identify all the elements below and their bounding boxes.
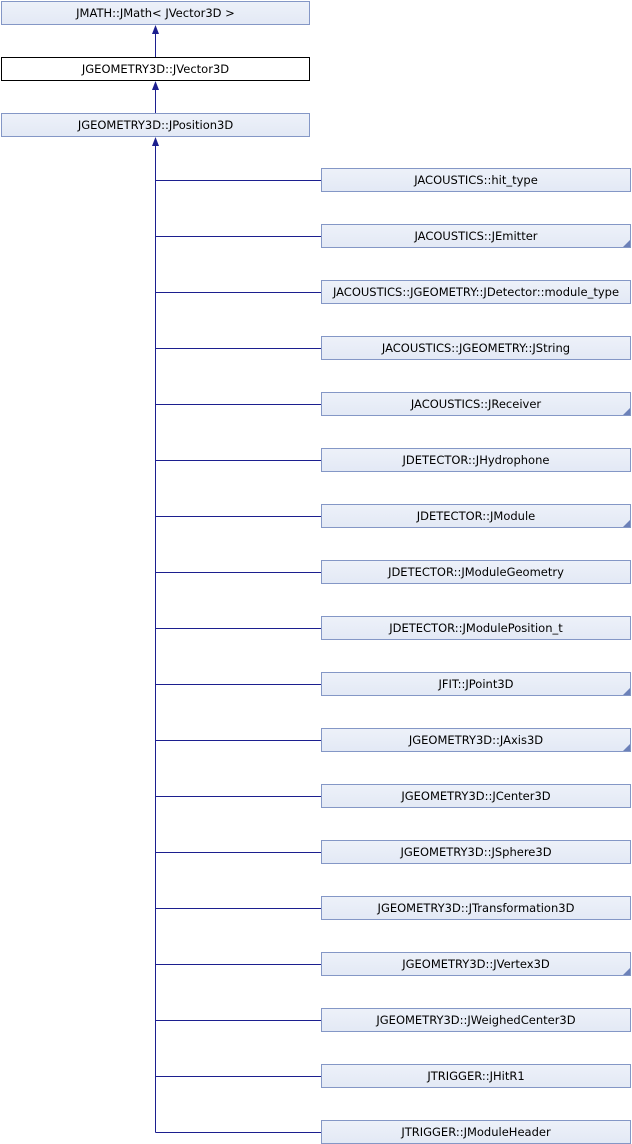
class-node-label: JDETECTOR::JHydrophone bbox=[402, 453, 550, 467]
class-node-label: JFIT::JPoint3D bbox=[438, 677, 514, 691]
class-node-label: JDETECTOR::JModuleGeometry bbox=[388, 565, 564, 579]
more-derived-corner-icon bbox=[623, 968, 630, 975]
class-node-label: JGEOMETRY3D::JSphere3D bbox=[400, 845, 552, 859]
class-node-jgeometry3d-jposition3d[interactable]: JGEOMETRY3D::JPosition3D bbox=[1, 113, 310, 137]
class-node-jdetector-jmoduleposition-t[interactable]: JDETECTOR::JModulePosition_t bbox=[321, 616, 631, 640]
class-node-jgeometry3d-jvertex3d[interactable]: JGEOMETRY3D::JVertex3D bbox=[321, 952, 631, 976]
inheritance-arrowhead bbox=[152, 137, 159, 146]
class-node-jgeometry3d-jsphere3d[interactable]: JGEOMETRY3D::JSphere3D bbox=[321, 840, 631, 864]
class-node-label: JGEOMETRY3D::JTransformation3D bbox=[377, 901, 575, 915]
more-derived-corner-icon bbox=[623, 240, 630, 247]
class-node-jdetector-jmodulegeometry[interactable]: JDETECTOR::JModuleGeometry bbox=[321, 560, 631, 584]
class-node-jgeometry3d-jaxis3d[interactable]: JGEOMETRY3D::JAxis3D bbox=[321, 728, 631, 752]
class-node-jacoustics-jgeometry-jstring[interactable]: JACOUSTICS::JGEOMETRY::JString bbox=[321, 336, 631, 360]
class-node-label: JGEOMETRY3D::JVector3D bbox=[81, 62, 230, 76]
more-derived-corner-icon bbox=[623, 408, 630, 415]
inheritance-arrowhead bbox=[152, 25, 159, 34]
class-node-label: JGEOMETRY3D::JAxis3D bbox=[408, 733, 544, 747]
class-node-jgeometry3d-jvector3d: JGEOMETRY3D::JVector3D bbox=[1, 57, 310, 81]
class-node-label: JACOUSTICS::JGEOMETRY::JString bbox=[381, 341, 571, 355]
class-node-label: JTRIGGER::JModuleHeader bbox=[401, 1125, 551, 1139]
class-node-label: JACOUSTICS::JEmitter bbox=[414, 229, 538, 243]
class-node-label: JMATH::JMath< JVector3D > bbox=[76, 6, 235, 20]
class-node-label: JTRIGGER::JHitR1 bbox=[427, 1069, 525, 1083]
class-node-jtrigger-jhitr1[interactable]: JTRIGGER::JHitR1 bbox=[321, 1064, 631, 1088]
class-node-jdetector-jmodule[interactable]: JDETECTOR::JModule bbox=[321, 504, 631, 528]
class-node-label: JGEOMETRY3D::JVertex3D bbox=[402, 957, 550, 971]
class-node-jacoustics-jemitter[interactable]: JACOUSTICS::JEmitter bbox=[321, 224, 631, 248]
more-derived-corner-icon bbox=[623, 520, 630, 527]
class-node-label: JDETECTOR::JModulePosition_t bbox=[389, 621, 563, 635]
class-node-label: JGEOMETRY3D::JWeighedCenter3D bbox=[376, 1013, 576, 1027]
class-node-jacoustics-jgeometry-jdetector-module-type[interactable]: JACOUSTICS::JGEOMETRY::JDetector::module… bbox=[321, 280, 631, 304]
class-node-label: JGEOMETRY3D::JPosition3D bbox=[77, 118, 234, 132]
class-node-jacoustics-jreceiver[interactable]: JACOUSTICS::JReceiver bbox=[321, 392, 631, 416]
class-node-jfit-jpoint3d[interactable]: JFIT::JPoint3D bbox=[321, 672, 631, 696]
class-node-label: JACOUSTICS::hit_type bbox=[414, 173, 538, 187]
class-node-label: JACOUSTICS::JReceiver bbox=[410, 397, 542, 411]
class-node-jgeometry3d-jcenter3d[interactable]: JGEOMETRY3D::JCenter3D bbox=[321, 784, 631, 808]
more-derived-corner-icon bbox=[623, 744, 630, 751]
class-node-jgeometry3d-jtransformation3d[interactable]: JGEOMETRY3D::JTransformation3D bbox=[321, 896, 631, 920]
inheritance-arrowhead bbox=[152, 81, 159, 90]
more-derived-corner-icon bbox=[623, 688, 630, 695]
class-node-jgeometry3d-jweighedcenter3d[interactable]: JGEOMETRY3D::JWeighedCenter3D bbox=[321, 1008, 631, 1032]
class-node-label: JDETECTOR::JModule bbox=[416, 509, 536, 523]
class-node-jacoustics-hit-type[interactable]: JACOUSTICS::hit_type bbox=[321, 168, 631, 192]
class-node-jmath-jmath-jvector3d[interactable]: JMATH::JMath< JVector3D > bbox=[1, 1, 310, 25]
class-node-jtrigger-jmoduleheader[interactable]: JTRIGGER::JModuleHeader bbox=[321, 1120, 631, 1144]
class-node-label: JACOUSTICS::JGEOMETRY::JDetector::module… bbox=[332, 285, 620, 299]
class-node-label: JGEOMETRY3D::JCenter3D bbox=[401, 789, 551, 803]
class-node-jdetector-jhydrophone[interactable]: JDETECTOR::JHydrophone bbox=[321, 448, 631, 472]
